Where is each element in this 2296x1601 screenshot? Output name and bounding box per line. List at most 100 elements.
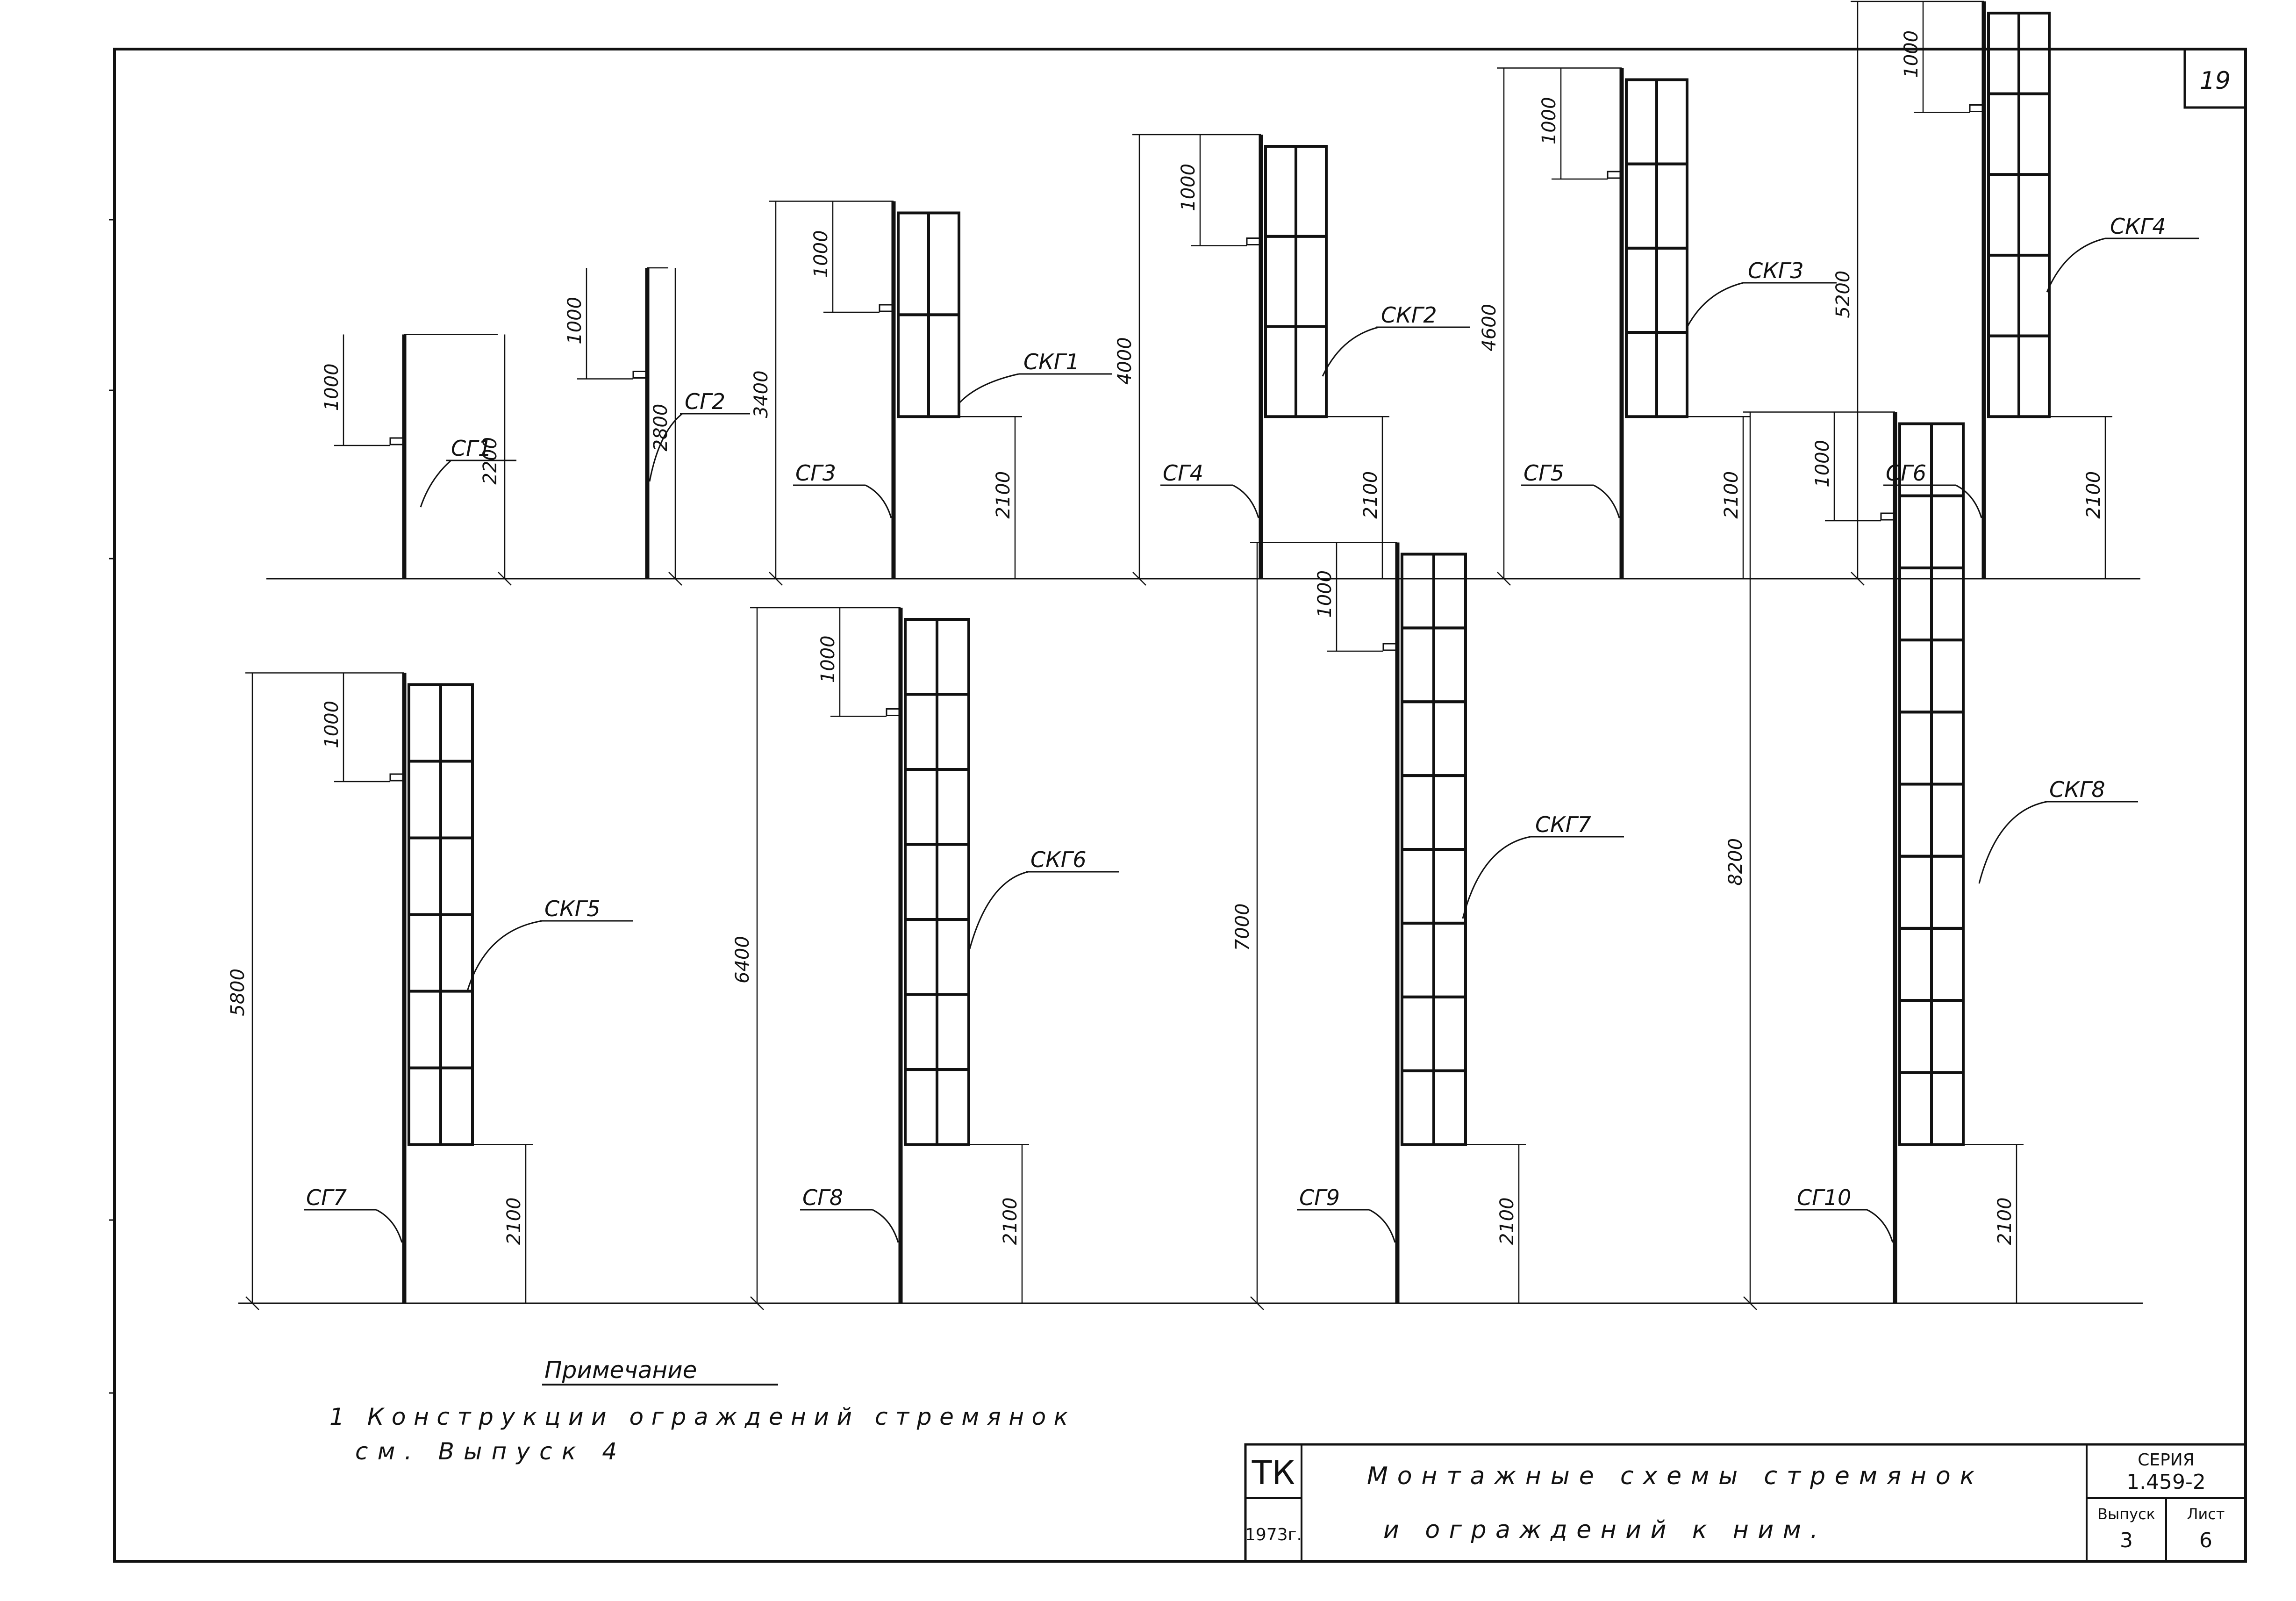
cage-cell [927,313,960,418]
cage-label: СКГ7 [1535,812,1591,837]
cage-label: СКГ3 [1748,258,1804,283]
cage-cell [1625,78,1658,165]
ladder-leader [1955,484,1982,518]
cage-clear-value: 2100 [503,1197,525,1245]
ladder-leader [376,1209,403,1243]
ladder-label: СГ4 [1163,460,1203,486]
cage-cell [904,618,938,696]
cage-cell [1898,494,1933,569]
cage-leader [957,373,1019,405]
cage-label: СКГ8 [2049,777,2105,802]
rail-bracket [1969,104,1985,112]
rail-value: 1000 [810,230,832,278]
rail-bracket [1607,171,1623,179]
cage-clear-value: 2100 [1360,471,1381,519]
cage-label: СКГ1 [1023,349,1080,374]
cage-clear-value: 2100 [1496,1197,1518,1245]
cage-cell [1401,995,1435,1072]
series-label: СЕРИЯ [2138,1450,2195,1470]
cage-cell [1401,700,1435,777]
cage-cell [1930,783,1965,858]
ladder-leader [865,484,892,518]
sheet-value: 6 [2199,1529,2212,1552]
cage-cell [1295,145,1328,238]
title-block: ТК 1973г. Монтажные схемы стремянок и ог… [1244,1443,2247,1563]
drawing-frame [113,48,2247,1563]
ladder-label: СГ6 [1886,460,1926,486]
cage-cell [1625,246,1658,334]
cage-cell [1264,325,1297,418]
cage-cell [1930,854,1965,930]
cage-cell [1930,926,1965,1002]
cage-cell [439,683,474,763]
cage-cell [936,843,970,921]
ladder-leader [1593,484,1620,518]
issue-value: 3 [2120,1529,2133,1552]
cage-cell [1655,331,1688,418]
cage-cell [936,693,970,771]
ladder-leader [649,413,683,482]
ladder-leader [1232,484,1259,518]
cage-cell [897,211,930,316]
ground-tick [750,1296,764,1310]
cage-cell [1898,711,1933,786]
cage-cell [1655,162,1688,250]
cage-cell [904,1068,938,1146]
sheet-label: Лист [2187,1505,2224,1523]
cage-cell [2017,12,2051,95]
cage-cell [904,768,938,846]
cage-cell [408,683,442,763]
ladder-label: СГ5 [1524,460,1564,486]
rail-value: 1000 [321,363,343,411]
height-value: 7000 [1232,903,1253,951]
cage-cell [1930,999,1965,1074]
cage-cell [1295,325,1328,418]
cage-cell [2017,253,2051,337]
cage-clear-value: 2100 [2083,471,2104,519]
note-line-1: 1 Конструкции ограждений стремянок [329,1403,1068,1430]
cage-cell [439,760,474,840]
cage-cell [1625,331,1658,418]
cage-cell [1401,774,1435,851]
cage-cell [2017,173,2051,257]
cage-cell [1930,639,1965,714]
height-value: 5800 [227,969,249,1016]
note: Примечание 1 Конструкции ограждений стре… [329,1357,1068,1465]
ground-tick [1132,572,1146,586]
ladder-label: СГ1 [451,436,492,461]
rail-value: 1000 [321,701,343,748]
ladder-label: СГ7 [306,1185,347,1210]
cage-cell [1930,494,1965,569]
cage-cell [2017,92,2051,176]
cage-cell [1987,173,2020,257]
cage-cell [1987,253,2020,337]
cage-cell [904,693,938,771]
cage-cell [1432,626,1467,704]
height-value: 8200 [1725,838,1746,886]
series-value: 1.459-2 [2126,1470,2206,1494]
cage-cell [1295,235,1328,328]
title-block-year: 1973г. [1245,1525,1302,1544]
edge-ticks [109,219,114,1394]
cage-leader [969,871,1029,949]
rail-bracket [1382,643,1398,651]
cage-label: СКГ4 [2110,214,2166,239]
title-block-org: ТК [1252,1454,1295,1492]
cage-cell [1655,78,1688,165]
ground-tick [498,572,512,586]
ground-tick [1250,1296,1264,1310]
ladder-label: СГ10 [1797,1185,1851,1210]
cage-clear-value: 2100 [1721,471,1742,519]
cage-cell [1401,1069,1435,1146]
cage-cell [1987,92,2020,176]
cage-cell [439,990,474,1070]
cage-cell [904,993,938,1071]
height-value: 5200 [1832,271,1854,318]
cage-cell [1264,145,1297,238]
cage-cell [1655,246,1688,334]
cage-cell [1401,626,1435,704]
